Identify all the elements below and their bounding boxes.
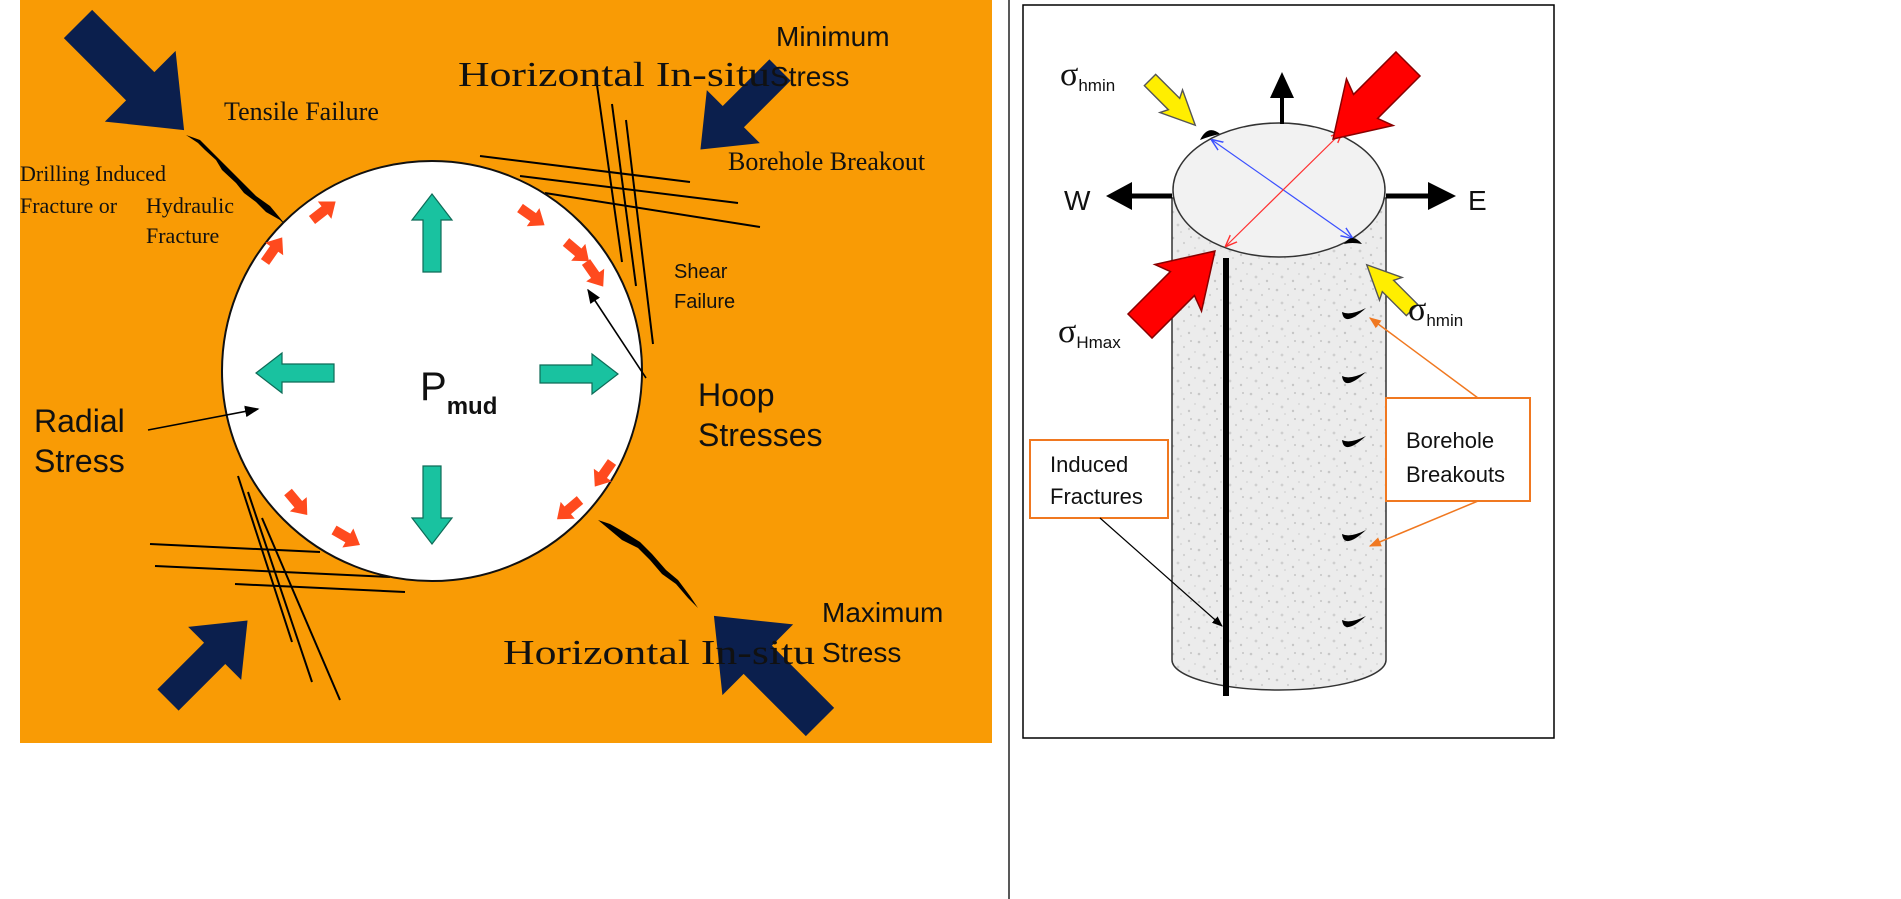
drilling-induced-label-1: Drilling Induced: [20, 161, 166, 186]
tensile-crack-upper: [186, 135, 288, 228]
hoop-stress-leader: [587, 288, 647, 379]
sigma-hmin-bottom-label: σhmin: [1408, 291, 1463, 330]
max-stress-label-1: Maximum: [822, 597, 943, 628]
sigma-hmax-label: σHmax: [1058, 313, 1121, 352]
induced-fractures-label-2: Fractures: [1050, 484, 1143, 509]
induced-fractures-callout: [1029, 439, 1169, 519]
hoop-stresses-label-1: Hoop: [698, 377, 775, 413]
west-label: W: [1064, 185, 1091, 216]
induced-fractures-leader: [1099, 517, 1223, 627]
breakout-mark-top: [1200, 130, 1220, 140]
breakouts-leader-upper: [1369, 317, 1479, 399]
radial-stress-leader: [147, 405, 260, 431]
north-arrow-icon: [1270, 72, 1294, 124]
left-stress-diagram: Minimum Stress Horizontal In-situ Tensil…: [20, 0, 992, 758]
shear-fracture-lines-top: [479, 77, 761, 345]
east-arrow-icon: [1386, 182, 1456, 210]
breakout-mark-bottom: [1344, 238, 1362, 244]
tensile-failure-label: Tensile Failure: [224, 97, 379, 126]
radial-stress-label-2: Stress: [34, 443, 125, 479]
borehole-cylinder: [1171, 122, 1387, 691]
hydraulic-label-1: Hydraulic: [146, 193, 234, 218]
p-mud-label: Pmud: [420, 365, 497, 420]
borehole-breakouts-label-2: Breakouts: [1406, 462, 1505, 487]
borehole-top-ellipse: [1172, 122, 1386, 258]
shear-failure-label-1: Shear: [674, 261, 728, 283]
radial-stress-label-1: Radial: [34, 403, 125, 439]
west-arrow-icon: [1106, 182, 1172, 210]
borehole-breakout-label: Borehole Breakout: [728, 147, 926, 176]
borehole-breakouts-label-1: Borehole: [1406, 428, 1494, 453]
shear-failure-label-2: Failure: [674, 291, 735, 313]
sigma-hmin-top-label: σhmin: [1060, 56, 1115, 95]
horizontal-insitu-top-label: Horizontal In-situ: [458, 55, 770, 94]
breakouts-leader-lower: [1368, 500, 1479, 547]
east-label: E: [1468, 185, 1487, 216]
min-stress-label-2: Stress: [770, 61, 849, 92]
induced-fractures-label-1: Induced: [1050, 452, 1128, 477]
right-borehole-diagram: σhmin σhmin σHmax W E Induced Fractures …: [1022, 4, 1555, 739]
horizontal-insitu-bottom-label: Horizontal In-situ: [503, 633, 815, 672]
shear-fracture-lines-bottom: [149, 475, 406, 701]
hoop-stresses-label-2: Stresses: [698, 417, 822, 453]
drilling-induced-label-2: Fracture or: [20, 193, 118, 218]
max-stress-label-2: Stress: [822, 637, 901, 668]
hydraulic-label-2: Fracture: [146, 223, 219, 248]
min-stress-label-1: Minimum: [776, 21, 890, 52]
borehole-breakouts-callout: [1385, 397, 1531, 502]
hmax-diameter-arrow: [1226, 132, 1342, 246]
